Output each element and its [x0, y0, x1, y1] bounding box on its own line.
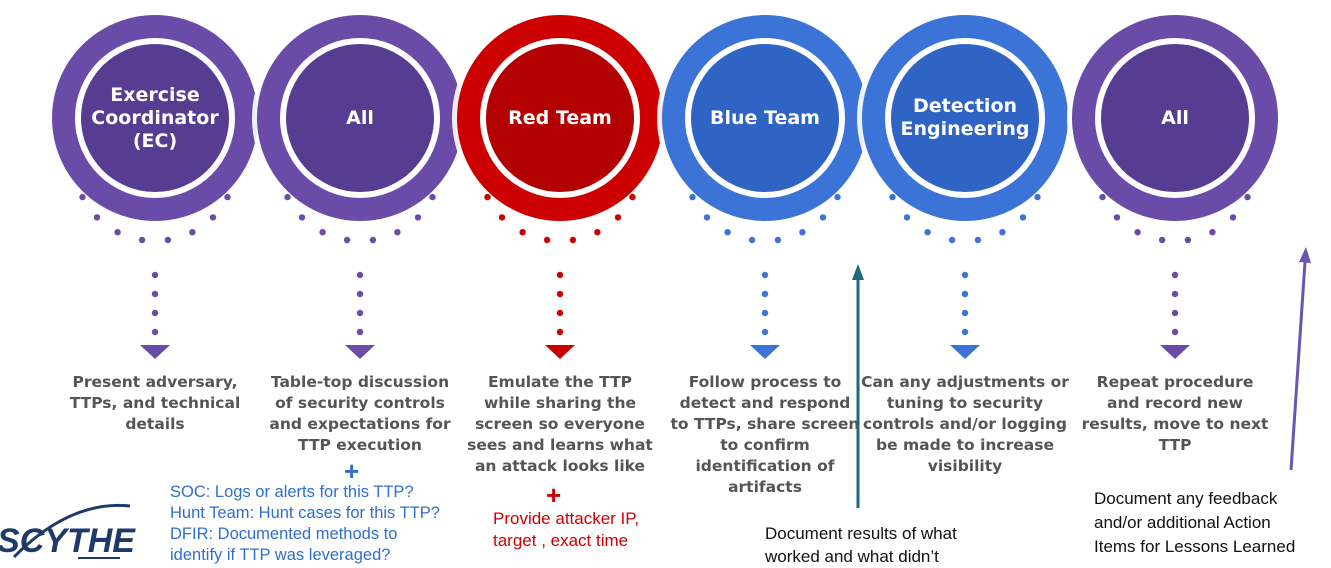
step-description-5: Can any adjustments or tuning to securit… [861, 373, 1069, 475]
step-label-5: Detection Engineering [900, 95, 1030, 140]
step-connector-4 [689, 193, 841, 359]
feedback-arrow-head [1299, 247, 1311, 263]
blue-note-line-2: Hunt Team: Hunt cases for this TTP? [170, 504, 440, 522]
step-description-3: Emulate the TTP while sharing the screen… [467, 373, 653, 475]
step-label-6: All [1161, 106, 1189, 129]
red-note-line-1: Provide attacker IP, [493, 509, 640, 528]
red-note-line-2: target , exact time [493, 531, 629, 550]
step-description-1: Present adversary, TTPs, and technical d… [69, 373, 241, 433]
feedback-note-line-3: Items for Lessons Learned [1094, 537, 1296, 556]
feedback-note-line-2: and/or additional Action [1094, 513, 1271, 532]
results-note-line-1: Document results of what [765, 524, 957, 543]
scythe-logo: SCYTHE [0, 503, 136, 560]
step-circle-6 [1067, 10, 1283, 226]
step-label-1: Exercise Coordinator (EC) [91, 83, 219, 152]
step-circle-5 [857, 10, 1073, 226]
step-connector-6 [1099, 193, 1251, 359]
step-description-4: Follow process to detect and respond to … [670, 373, 860, 496]
blue-note-line-3: DFIR: Documented methods to [170, 525, 398, 543]
blue-note-line-1: SOC: Logs or alerts for this TTP? [170, 483, 414, 501]
step-circle-3 [452, 10, 668, 226]
results-note-line-2: worked and what didn’t [765, 547, 939, 566]
blue-note-line-4: identify if TTP was leveraged? [170, 546, 391, 564]
step-connector-2 [284, 193, 436, 359]
feedback-note: Document any feedback and/or additional … [1094, 487, 1295, 559]
feedback-note-line-1: Document any feedback [1094, 489, 1278, 508]
step-label-3: Red Team [508, 106, 612, 129]
blue-note: SOC: Logs or alerts for this TTP? Hunt T… [170, 482, 440, 566]
step-label-4: Blue Team [710, 106, 820, 129]
step-description-6: Repeat procedure and record new results,… [1081, 373, 1269, 454]
red-note: Provide attacker IP, target , exact time [493, 508, 639, 552]
scythe-logo-text: SCYTHE [0, 522, 136, 560]
step-label-2: All [346, 106, 374, 129]
feedback-arrow-line [1289, 261, 1307, 471]
results-note: Document results of what worked and what… [765, 522, 957, 568]
step-connector-3 [484, 193, 636, 359]
red-plus-sign: + [546, 480, 562, 510]
step-connector-5 [889, 193, 1041, 359]
step-connector-1 [79, 193, 231, 359]
step-circle-2 [252, 10, 468, 226]
step-description-2: Table-top discussion of security control… [269, 373, 451, 454]
results-arrow-head [852, 264, 864, 280]
step-circle-4 [657, 10, 873, 226]
blue-plus-sign: + [344, 456, 360, 486]
step-circle-1 [47, 10, 263, 226]
